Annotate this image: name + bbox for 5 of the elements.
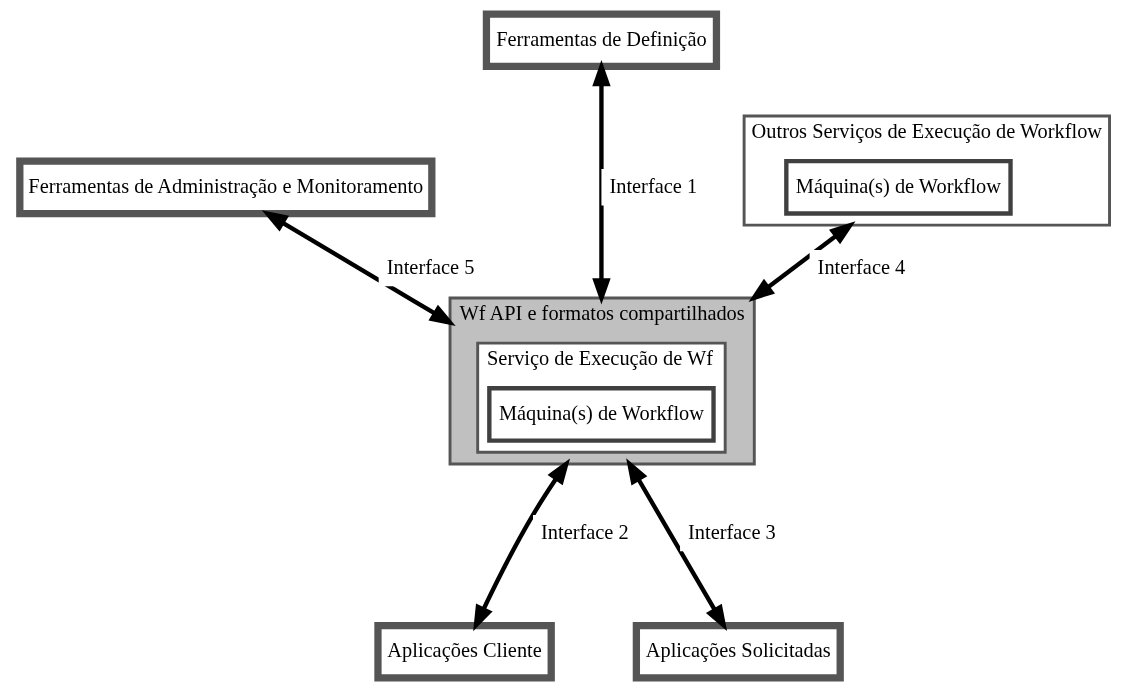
- edge-label: Interface 4: [817, 256, 906, 279]
- edge-label: Interface 1: [609, 175, 698, 198]
- edge-label: Interface 3: [688, 521, 776, 544]
- edge-label: Interface 5: [386, 256, 475, 279]
- edge-label: Interface 2: [541, 521, 629, 544]
